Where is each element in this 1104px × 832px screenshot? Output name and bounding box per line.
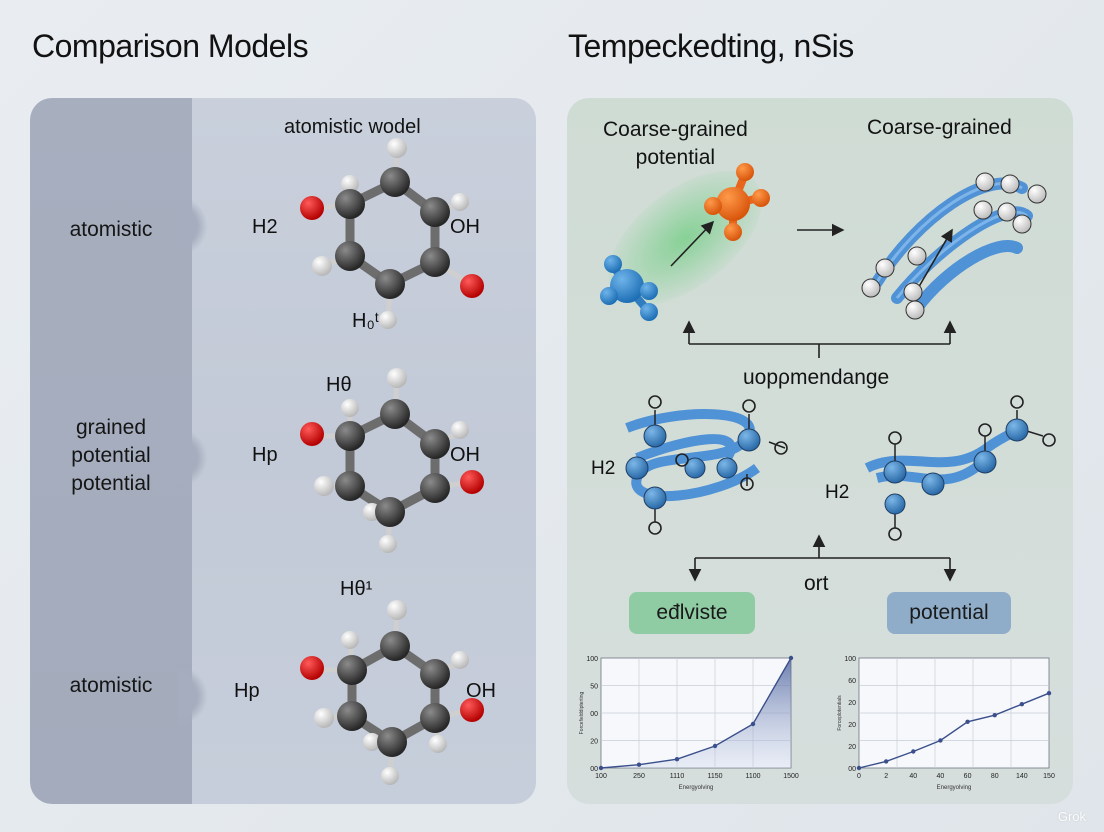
- x-tick-label: 250: [633, 773, 645, 780]
- mol1-bottom-label: H₀ᵗ: [352, 310, 380, 332]
- data-point-1: [856, 765, 862, 771]
- label-strip: [30, 98, 192, 804]
- y-tick-label: 00: [590, 766, 598, 773]
- pill-left: eđlviste: [629, 592, 755, 634]
- row-label-3: atomistic: [69, 674, 153, 697]
- molecule-2: [300, 368, 484, 553]
- cg-top-illustration: [600, 163, 1047, 358]
- data-point-6: [992, 713, 997, 718]
- y-tick-label: 20: [590, 739, 598, 746]
- cg-potential-label: Coarse-grained potential: [603, 118, 748, 169]
- data-point-2: [883, 759, 889, 764]
- mol2-left-label: Hp: [252, 444, 278, 466]
- h2-left-label: H2: [591, 458, 616, 479]
- x-tick-label: 100: [595, 773, 607, 780]
- y-axis-label: Forcefielddipterting: [579, 692, 585, 735]
- model-header: atomistic wodel: [284, 116, 421, 138]
- area-fill: [601, 658, 791, 768]
- x-tick-label: 140: [1016, 773, 1028, 780]
- cg-label: Coarse-grained: [867, 116, 1012, 139]
- y-tick-label: 50: [590, 684, 598, 691]
- series-line: [600, 657, 792, 769]
- y-tick-label: 20: [848, 744, 856, 751]
- h2-right-label: H2: [825, 482, 850, 503]
- y-tick-label: 00: [590, 711, 598, 718]
- y-axis-label: Forceplotentials: [837, 695, 843, 731]
- row-label-2: grained potential potential: [71, 416, 151, 495]
- molecule-1: [300, 138, 484, 329]
- data-point-5: [965, 719, 970, 724]
- lower-connector: [688, 534, 957, 582]
- x-tick-label: 150: [1043, 773, 1055, 780]
- right-title: Tempeckedting, nSis: [568, 28, 854, 64]
- data-point-6: [788, 655, 794, 661]
- y-tick-label: 00: [848, 766, 856, 773]
- x-tick-label: 1110: [670, 773, 685, 780]
- x-tick-label: 80: [991, 773, 999, 780]
- data-point-4: [938, 738, 943, 743]
- mol3-right-label: OH: [466, 680, 496, 702]
- data-point-2: [636, 762, 642, 767]
- data-point-7: [1019, 702, 1025, 707]
- pill-right: potential: [887, 592, 1011, 634]
- y-tick-label: 60: [848, 678, 856, 685]
- strip-notch: [178, 428, 208, 488]
- series-line: [858, 692, 1050, 769]
- y-tick-label: 100: [586, 656, 598, 663]
- data-point-1: [598, 765, 604, 771]
- molecule-3: [300, 600, 484, 785]
- x-tick-label: 60: [964, 773, 972, 780]
- strip-notch: [178, 196, 208, 256]
- x-tick-label: 1500: [783, 773, 799, 780]
- mol2-top-label: Hθ: [326, 374, 352, 396]
- chart-line-right: 100 60 20 20 20 000 2 40 40 60 80 140 150Energyolvin…: [837, 656, 1055, 791]
- watermark: Grok: [1057, 809, 1086, 824]
- cg-middle-illustration: [625, 395, 1056, 541]
- data-point-8: [1046, 691, 1052, 696]
- x-tick-label: 40: [937, 773, 945, 780]
- data-point-4: [712, 743, 718, 749]
- data-point-3: [674, 757, 680, 762]
- comparison-panel: atomistic wodel atomistic grained potent…: [30, 98, 536, 804]
- x-tick-label: 0: [857, 773, 861, 780]
- mol1-left-label: H2: [252, 216, 278, 238]
- mol3-left-label: Hp: [234, 680, 260, 702]
- x-tick-label: 1150: [707, 773, 722, 780]
- x-axis-label: Energyolving: [679, 785, 714, 791]
- coarse-grained-panel: Coarse-grained potential Coarse-grained: [567, 98, 1073, 804]
- mol2-right-label: OH: [450, 444, 480, 466]
- branch-label: ort: [804, 572, 829, 595]
- row-label-1: atomistic: [69, 218, 153, 241]
- y-tick-label: 20: [848, 722, 856, 729]
- mol3-top-label: Hθ¹: [340, 578, 373, 600]
- middle-label: uopρmendange: [743, 366, 890, 389]
- x-tick-label: 2: [884, 773, 888, 780]
- data-point-5: [750, 721, 756, 727]
- mol1-right-label: OH: [450, 216, 480, 238]
- x-tick-label: 40: [909, 773, 917, 780]
- y-tick-label: 20: [848, 700, 856, 707]
- x-axis-label: Energyolving: [937, 785, 972, 791]
- strip-notch: [178, 666, 208, 726]
- left-title: Comparison Models: [32, 28, 309, 64]
- x-tick-label: 1100: [745, 773, 760, 780]
- data-point-3: [911, 749, 916, 754]
- y-tick-label: 100: [844, 656, 856, 663]
